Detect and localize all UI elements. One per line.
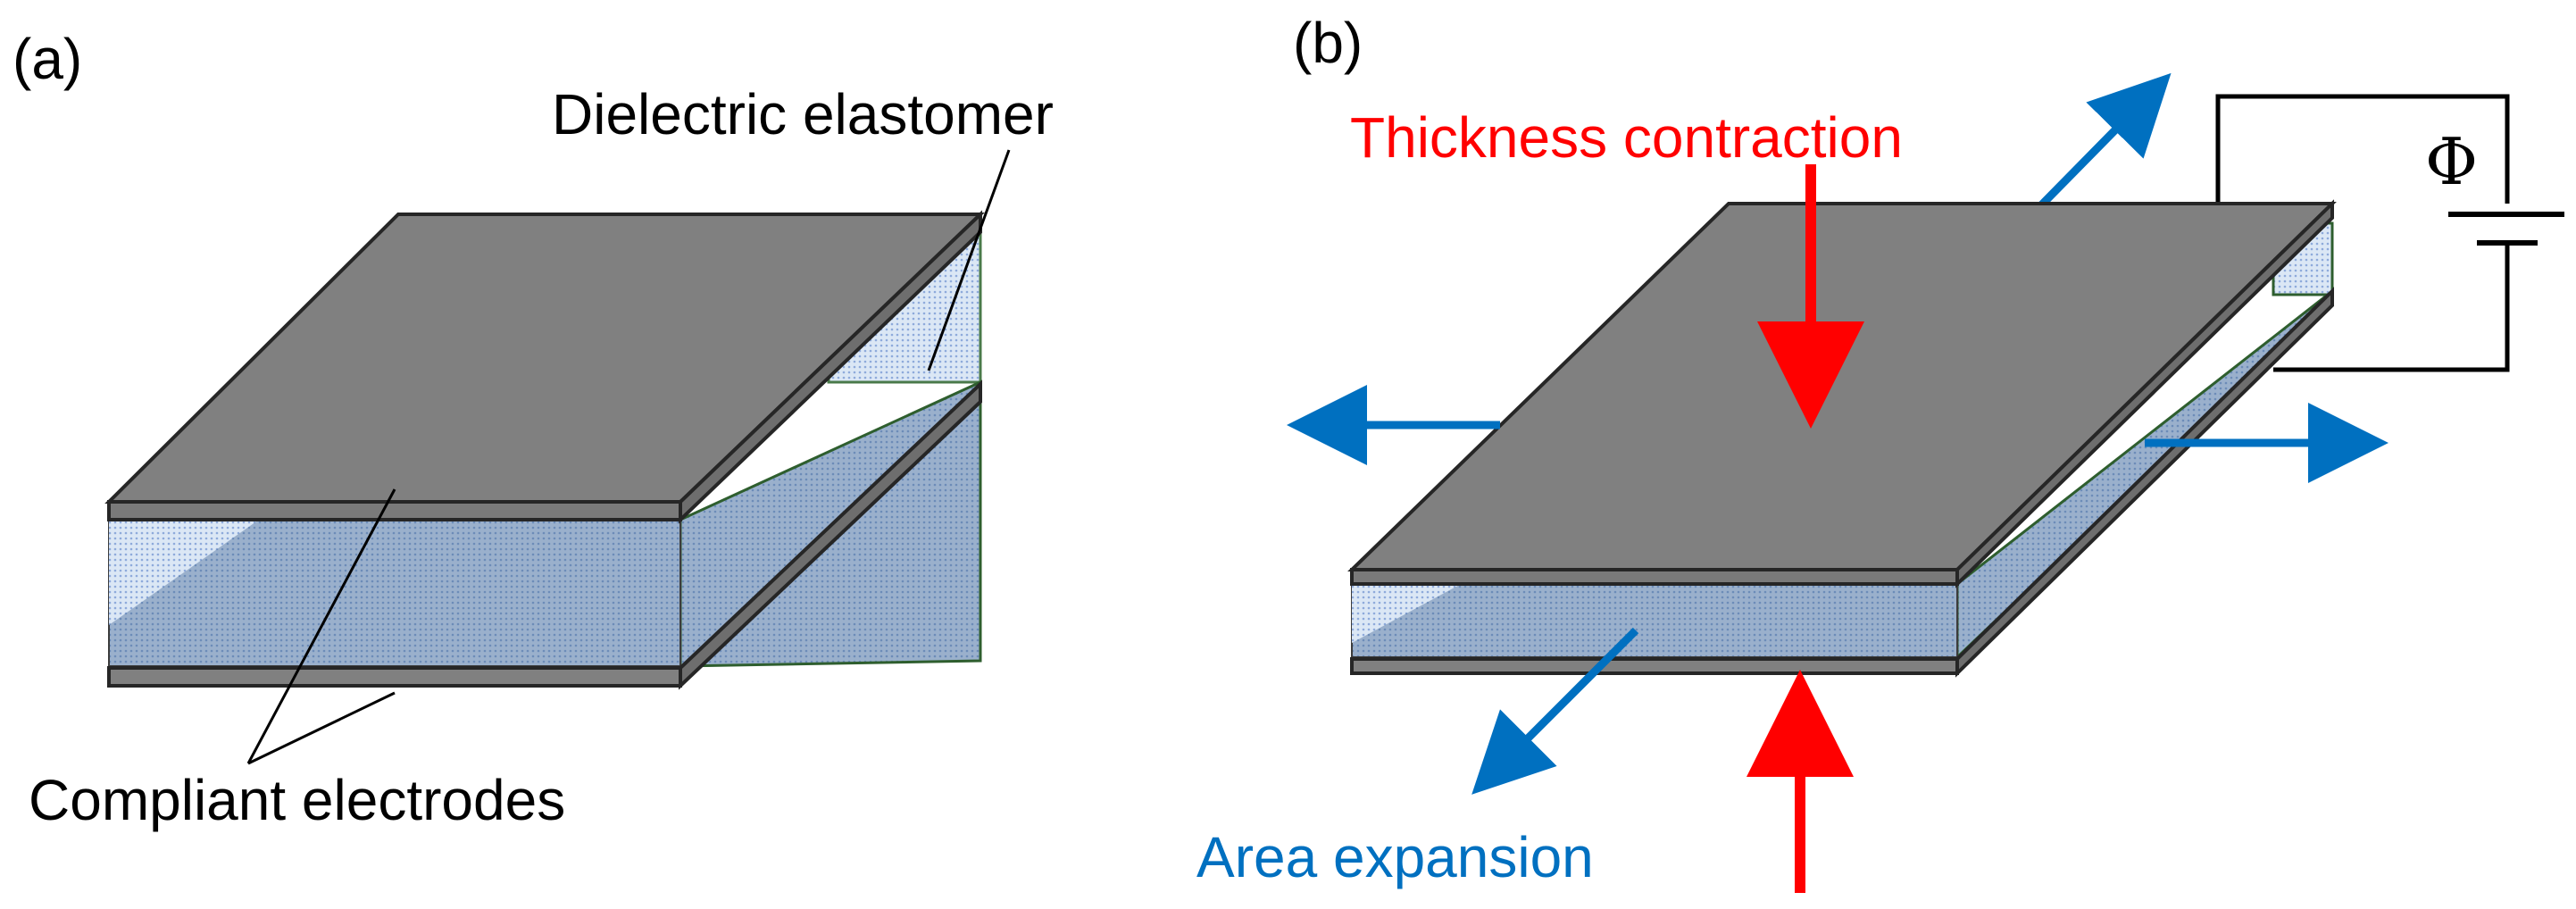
compliant-electrodes-label: Compliant electrodes	[29, 768, 565, 832]
b-top-electrode-front	[1350, 568, 1959, 586]
electrode-leader-line-1	[246, 488, 396, 764]
panel-a: (a) Dielectric elastomer Compliant elect…	[13, 27, 1054, 832]
circuit-wire-bottom	[2273, 243, 2510, 372]
area-expansion-label: Area expansion	[1196, 825, 1594, 889]
dielectric-front-light	[109, 520, 259, 625]
bottom-electrode-side	[679, 379, 982, 690]
b-bottom-electrode-front	[1350, 657, 1959, 675]
voltage-symbol: Φ	[2425, 124, 2478, 199]
electrode-leader-line-2	[247, 691, 396, 765]
panel-b: (b) Φ Thickness contraction Area expansi	[1196, 11, 2564, 893]
thickness-contraction-label: Thickness contraction	[1350, 105, 1903, 170]
area-arrow-front-left	[1471, 627, 1639, 795]
bottom-electrode-front	[107, 666, 682, 688]
dielectric-leader-line	[927, 149, 1011, 371]
b-bottom-electrode-side	[1955, 287, 2334, 678]
b-top-electrode-side	[1955, 199, 2334, 588]
panel-a-tag: (a)	[13, 27, 82, 91]
b-dielectric-front-light	[1352, 582, 1464, 643]
dielectric-elastomer-label: Dielectric elastomer	[552, 82, 1054, 146]
panel-b-tag: (b)	[1293, 11, 1363, 75]
area-arrow-back-right	[2036, 72, 2172, 211]
top-electrode-front	[107, 500, 682, 521]
b-top-electrode-top	[1347, 202, 2337, 571]
circuit-wire-top	[2215, 94, 2510, 205]
